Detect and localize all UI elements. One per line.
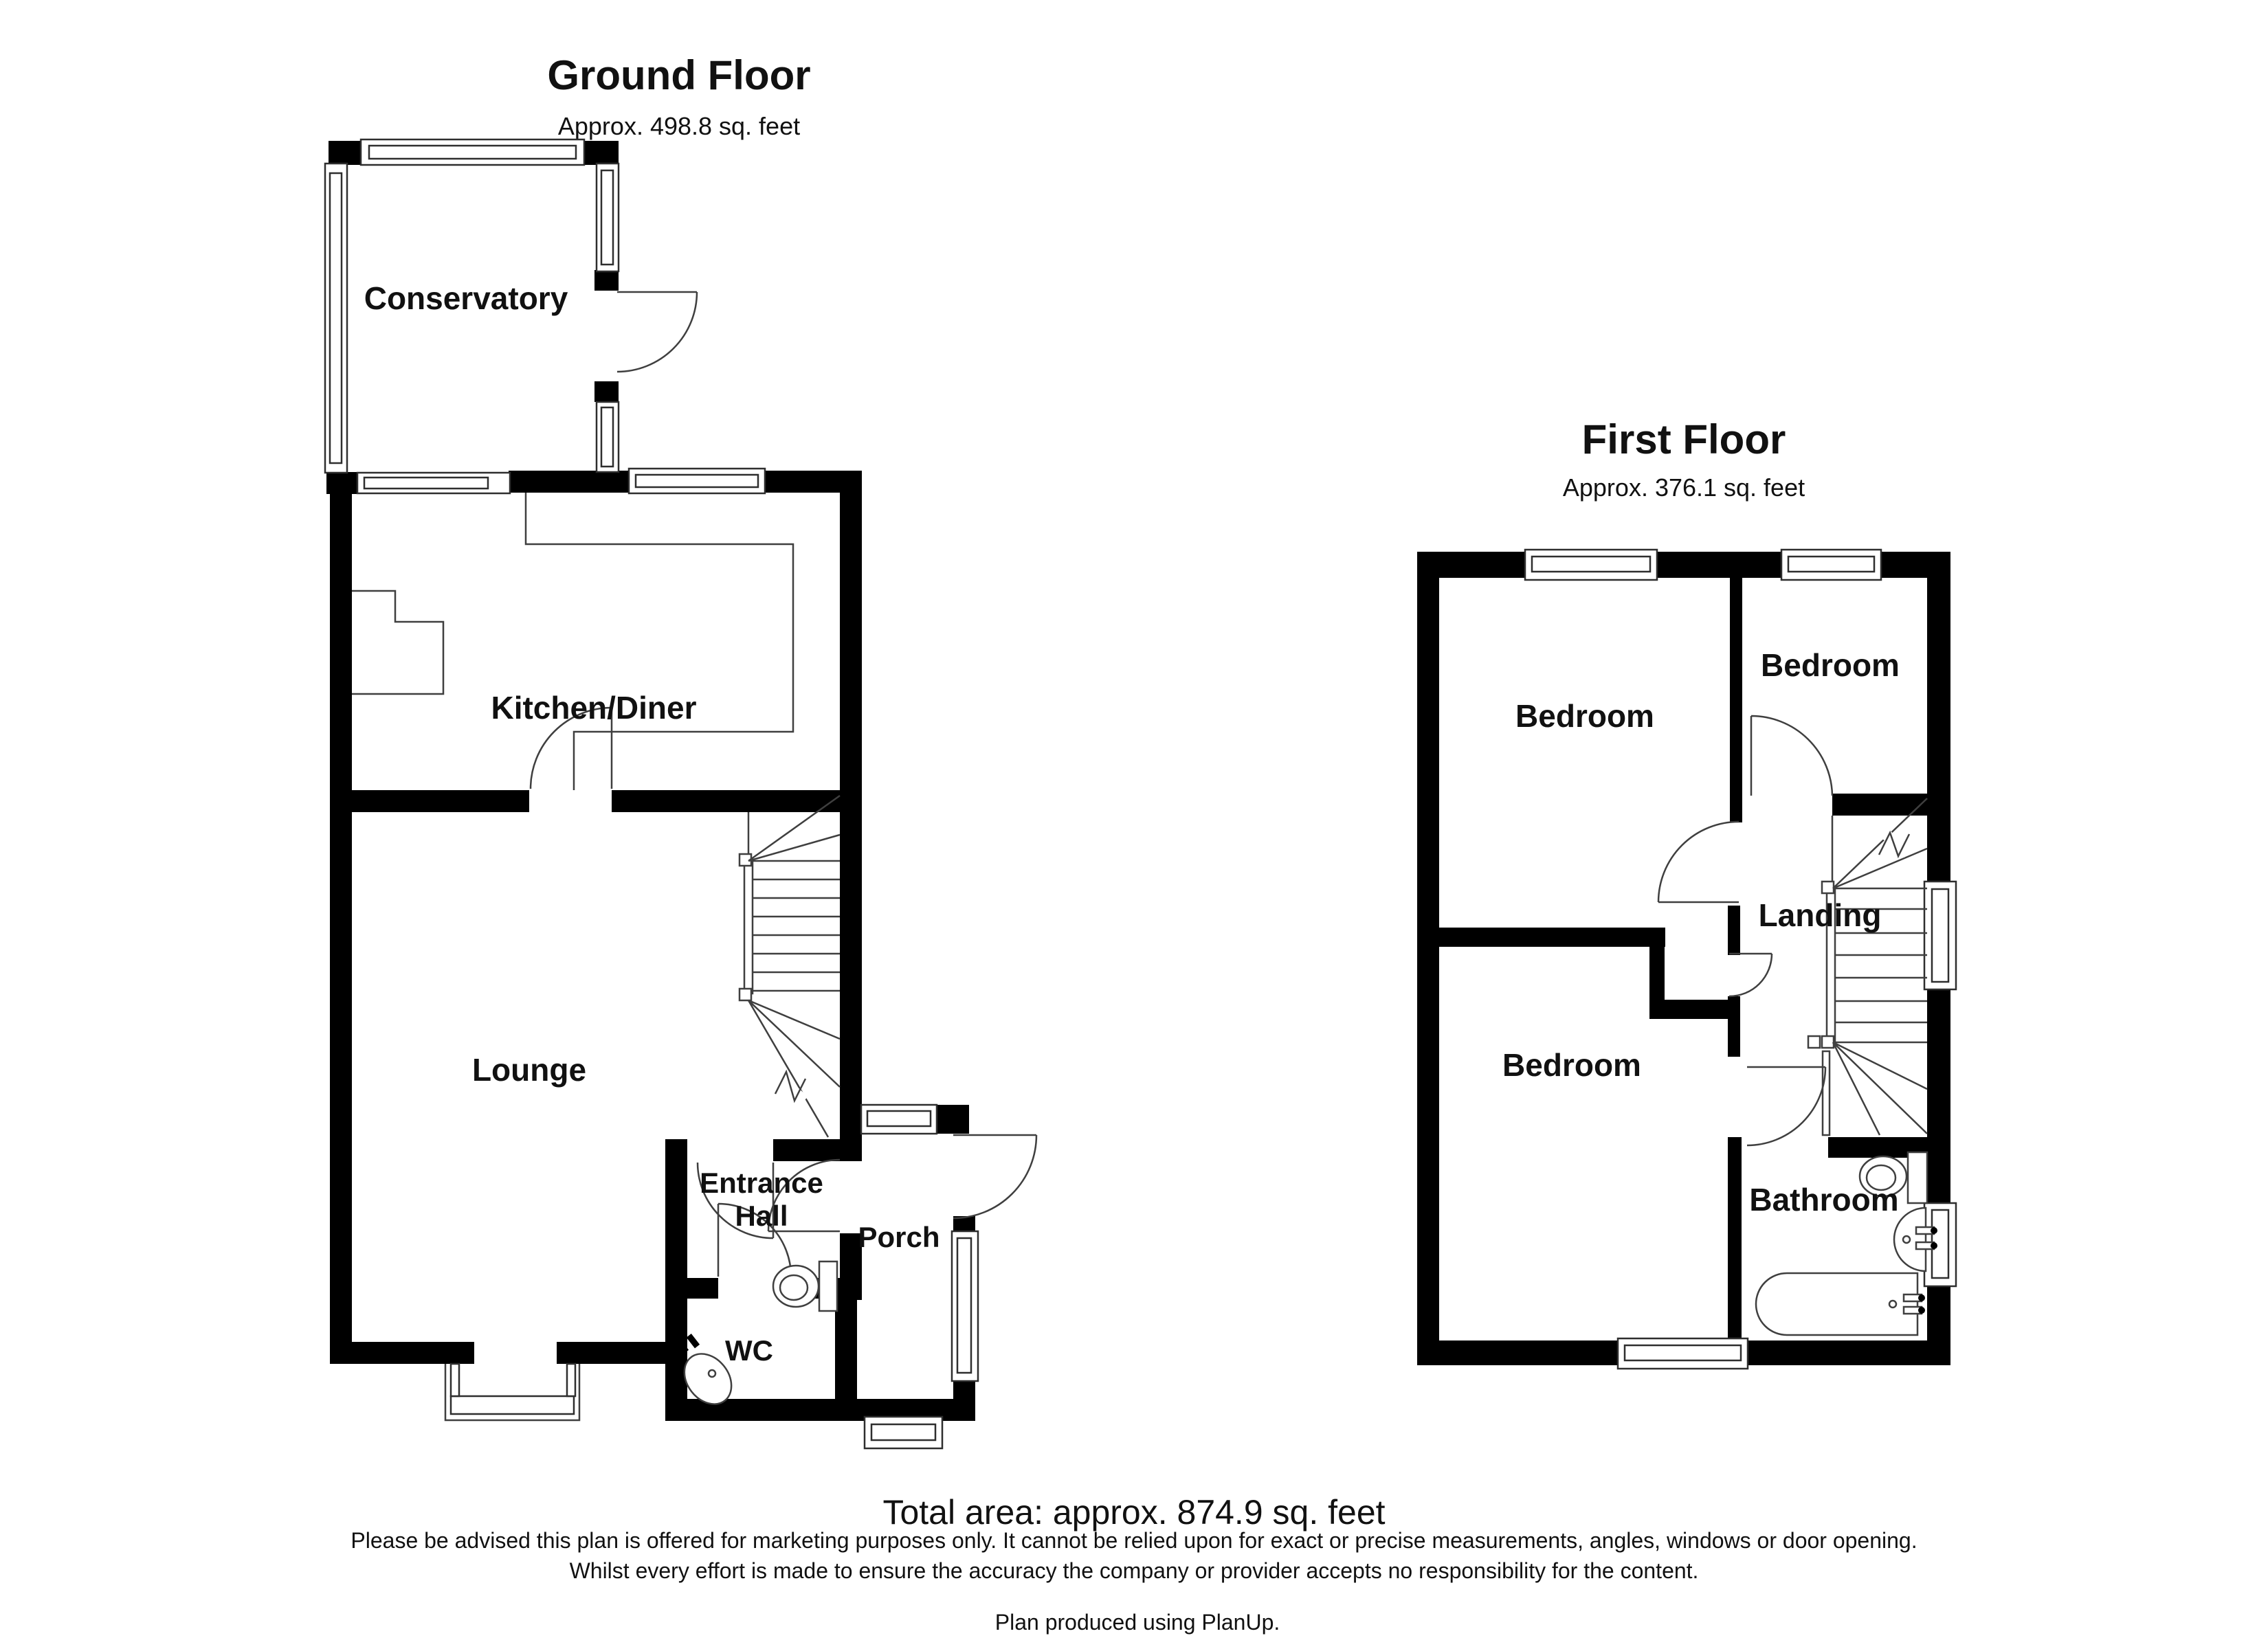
room-label-conservatory: Conservatory — [364, 280, 568, 316]
bathroom-door — [1746, 1066, 1827, 1147]
first-floor-plan: First Floor Approx. 376.1 sq. feet — [1417, 416, 1957, 1370]
first-floor-title: First Floor — [1582, 416, 1786, 462]
bathroom-sink — [1893, 1207, 1937, 1272]
porch-top-window — [860, 1103, 938, 1135]
porch-inner-door — [767, 1158, 841, 1233]
room-label-lounge: Lounge — [472, 1052, 586, 1088]
bedroom-top-left-door — [1657, 820, 1739, 904]
porch-bottom-window — [863, 1415, 944, 1450]
kitchen-counter-step — [352, 590, 445, 695]
lounge-bay-window — [444, 1362, 581, 1422]
stairs-window — [1923, 880, 1957, 991]
bathroom-toilet — [1858, 1151, 1928, 1204]
ground-floor-title: Ground Floor — [547, 52, 810, 98]
ground-floor-stairs — [738, 794, 841, 1138]
room-label-porch: Porch — [858, 1221, 940, 1253]
bedroom-top-left-window — [1524, 548, 1658, 581]
room-label-bathroom: Bathroom — [1749, 1182, 1898, 1218]
kitchen-door — [529, 706, 613, 789]
disclaimer-line-1: Please be advised this plan is offered f… — [351, 1528, 1917, 1553]
bathtub — [1755, 1272, 1925, 1336]
total-area-label: Total area: approx. 874.9 sq. feet — [882, 1493, 1385, 1532]
ground-floor-area: Approx. 498.8 sq. feet — [558, 112, 800, 140]
bedroom-bottom-window — [1616, 1337, 1749, 1370]
credit-label: Plan produced using PlanUp. — [995, 1610, 1280, 1635]
conservatory-left-window — [324, 162, 348, 474]
wc-door — [717, 1202, 792, 1277]
room-label-wc: WC — [725, 1334, 773, 1367]
conservatory-door — [616, 291, 698, 373]
room-label-entrance: Entrance — [700, 1167, 823, 1199]
disclaimer-line-2: Whilst every effort is made to ensure th… — [570, 1558, 1699, 1583]
first-floor-area: Approx. 376.1 sq. feet — [1563, 473, 1805, 502]
footer: Total area: approx. 874.9 sq. feet Pleas… — [351, 1493, 1917, 1635]
room-label-landing: Landing — [1759, 897, 1882, 933]
room-label-hall: Hall — [735, 1200, 788, 1232]
entrance-hall-door — [696, 1162, 775, 1239]
conservatory-bottom-window — [356, 471, 511, 495]
wc-sink — [675, 1334, 733, 1405]
room-label-bedroom-bottom-left: Bedroom — [1502, 1047, 1641, 1083]
wc-toilet — [772, 1260, 838, 1312]
room-label-bedroom-top-right: Bedroom — [1761, 647, 1900, 683]
landing-cupboard-door — [1728, 952, 1773, 998]
conservatory-right-upper-window — [595, 162, 620, 273]
conservatory-right-lower-window — [595, 401, 620, 473]
bedroom-top-right-door — [1750, 715, 1834, 796]
first-floor-walls — [1417, 552, 1950, 1365]
front-door — [953, 1134, 1038, 1220]
kitchen-counter — [524, 493, 794, 790]
ground-floor-walls — [326, 141, 975, 1421]
kitchen-window — [627, 467, 766, 495]
room-label-kitchen-diner: Kitchen/Diner — [491, 690, 696, 726]
conservatory-top-window — [359, 138, 586, 166]
ground-floor-plan: Ground Floor Approx. 498.8 sq. feet — [324, 52, 1038, 1450]
first-floor-stairs — [1807, 798, 1928, 1136]
bedroom-top-right-window — [1780, 548, 1882, 581]
porch-right-window — [950, 1230, 979, 1382]
room-label-bedroom-top-left: Bedroom — [1515, 698, 1654, 734]
